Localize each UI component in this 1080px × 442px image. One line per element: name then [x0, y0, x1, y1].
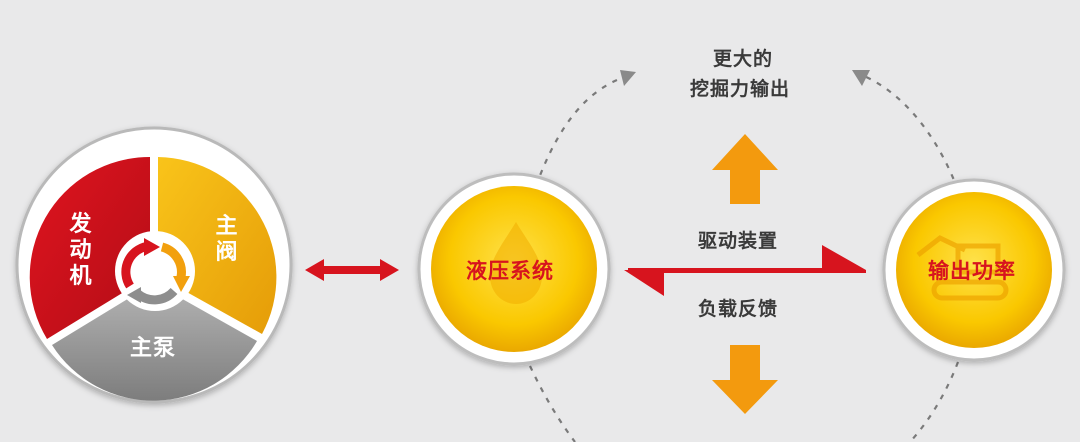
hydraulic-label: 液压系统 [466, 259, 554, 283]
engine-segment [29, 156, 151, 339]
dashed-cycle-left-upper [534, 76, 623, 187]
up-arrow [712, 134, 778, 204]
excavator-icon [916, 235, 1009, 301]
drive-label: 驱动装置 [698, 230, 779, 252]
dashed-cycle-left-lower [529, 365, 576, 442]
bidirectional-arrow [305, 259, 399, 281]
dashed-cycle-right-lower [909, 361, 960, 442]
down-arrow [712, 345, 778, 414]
feedback-arrow [624, 270, 866, 296]
cycle-arrowhead-orange [173, 276, 190, 292]
cycle-arrowhead-gray [127, 287, 141, 303]
cycle-arrowhead-red [144, 238, 160, 256]
power-label: 输出功率 [928, 259, 1016, 283]
dashed-cycle-right-upper [863, 74, 960, 191]
main-pump-label: 主泵 [130, 336, 177, 361]
arrowhead-right-upper [852, 70, 870, 86]
main-valve-label: 主阀 [215, 214, 239, 265]
feedback-label: 负载反馈 [698, 298, 779, 320]
oil-drop-icon [490, 222, 542, 304]
engine-label: 发动机 [69, 212, 93, 289]
arrowhead-left-upper [620, 70, 636, 86]
cycle-icon [121, 241, 186, 305]
output-top-line2: 挖掘力输出 [690, 78, 791, 100]
main-pump-segment [52, 283, 257, 401]
output-top-line1: 更大的 [713, 48, 774, 70]
drive-arrow [628, 245, 866, 270]
